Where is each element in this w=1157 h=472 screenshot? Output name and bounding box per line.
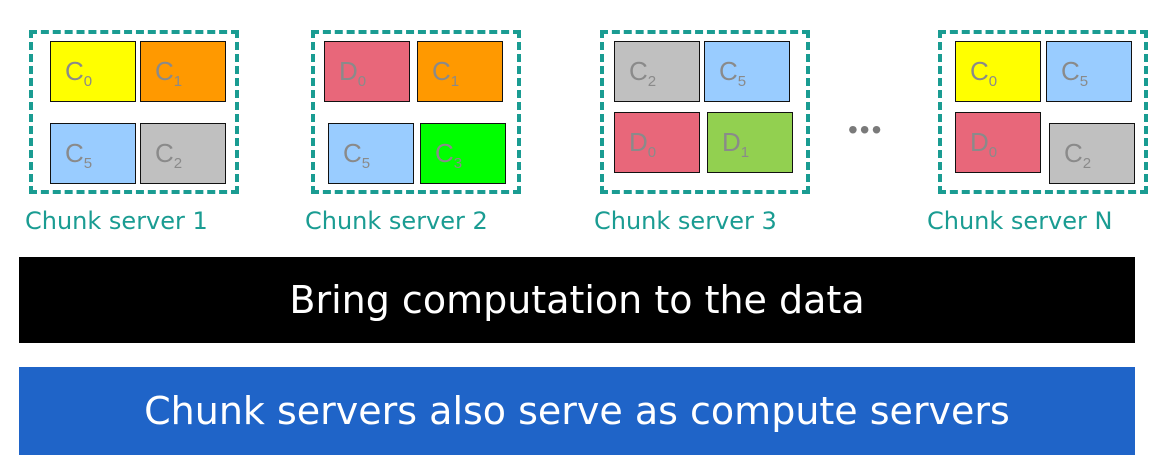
banner-bottom-text: Chunk servers also serve as compute serv… xyxy=(144,389,1010,433)
chunk: C3 xyxy=(420,123,506,184)
chunk-server-3: C2 C5 D0 D1 xyxy=(600,30,810,194)
chunk: C1 xyxy=(140,41,226,102)
chunk: C1 xyxy=(417,41,503,102)
chunk: C2 xyxy=(1049,123,1135,184)
chunk: D0 xyxy=(324,41,410,102)
chunk: C0 xyxy=(955,41,1041,102)
chunk: D1 xyxy=(707,112,793,173)
chunk: C0 xyxy=(50,41,136,102)
chunk: D0 xyxy=(955,112,1041,173)
chunk: C5 xyxy=(1046,41,1132,102)
chunk: C5 xyxy=(704,41,790,102)
banner-bottom: Chunk servers also serve as compute serv… xyxy=(19,367,1135,455)
server-label: Chunk server 2 xyxy=(305,207,488,235)
chunk: C2 xyxy=(140,123,226,184)
chunk-server-n: C0 C5 D0 C2 xyxy=(938,30,1148,194)
ellipsis-icon: ••• xyxy=(848,114,884,145)
banner-top-text: Bring computation to the data xyxy=(289,278,865,322)
chunk-server-1: C0 C1 C5 C2 xyxy=(29,30,239,194)
server-label: Chunk server 3 xyxy=(594,207,777,235)
server-label: Chunk server 1 xyxy=(25,207,208,235)
chunk: D0 xyxy=(614,112,700,173)
chunk-server-2: D0 C1 C5 C3 xyxy=(311,30,521,194)
banner-top: Bring computation to the data xyxy=(19,257,1135,343)
chunk: C5 xyxy=(50,123,136,184)
chunk: C2 xyxy=(614,41,700,102)
chunk: C5 xyxy=(328,123,414,184)
server-label: Chunk server N xyxy=(927,207,1113,235)
